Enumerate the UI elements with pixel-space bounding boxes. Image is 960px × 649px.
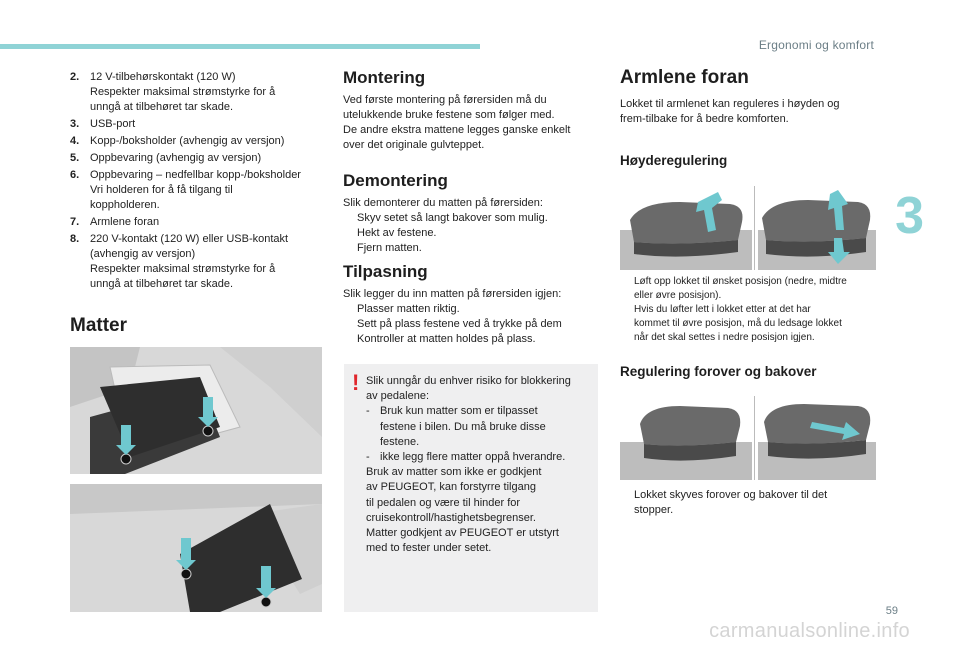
list-item: 6. Oppbevaring – nedfellbar kopp-/boksho… [70, 169, 301, 211]
page-number: 59 [885, 605, 898, 617]
armrest-slide-illustration-2 [758, 398, 876, 480]
warning-icon: ! [352, 370, 360, 395]
mat-illustration-1 [70, 347, 322, 474]
tilpasning-intro: Slik legger du inn matten på førersiden … [343, 288, 562, 300]
section-title-tilpasning: Tilpasning [343, 262, 428, 281]
list-item: 8. 220 V-kontakt (120 W) eller USB-konta… [70, 233, 289, 290]
list-item: Løft opp lokket til ønsket posisjon (ned… [634, 276, 847, 301]
chapter-number: 3 [895, 187, 924, 245]
list-item: Hekt av festene. [357, 227, 437, 239]
divider [754, 186, 755, 270]
header-accent-bar [0, 44, 480, 49]
list-item: Lokket skyves forover og bakover til det… [634, 489, 828, 516]
warning-text: Slik unngår du enhver risiko for blokker… [366, 375, 571, 555]
column-console-list: 2. 12 V-tilbehørskontakt (120 W)Respekte… [70, 70, 328, 336]
section-title-hoyderegulering: Høyderegulering [620, 153, 728, 168]
list-item: 7. Armlene foran [70, 216, 160, 228]
watermark: carmanualsonline.info [709, 620, 910, 642]
list-item: 2. 12 V-tilbehørskontakt (120 W)Respekte… [70, 71, 276, 113]
armrest-slide-illustration-1 [620, 398, 752, 480]
warning-box: ! Slik unngår du enhver risiko for blokk… [344, 364, 598, 612]
chapter-title: Ergonomi og komfort [758, 38, 874, 52]
montering-text: Ved første montering på førersiden må du… [343, 94, 571, 151]
column-armrest: Armlene foran Lokket til armlenet kan re… [620, 67, 878, 168]
demontering-intro: Slik demonterer du matten på førersiden: [343, 197, 543, 209]
divider [754, 396, 755, 480]
armrest-height-illustration-2 [758, 190, 876, 270]
armlene-intro: Lokket til armlenet kan reguleres i høyd… [620, 98, 840, 125]
list-item: Sett på plass festene ved å trykke på de… [357, 318, 562, 330]
section-title-matter: Matter [70, 315, 128, 336]
column-mats: Montering Ved første montering på førers… [343, 68, 601, 347]
section-title-armlene: Armlene foran [620, 67, 749, 88]
slide-section: Regulering forover og bakover [620, 364, 878, 379]
list-item: 3. USB-port [70, 118, 136, 130]
section-title-regulering: Regulering forover og bakover [620, 364, 817, 379]
height-instructions: Løft opp lokket til ønsket posisjon (ned… [620, 275, 878, 345]
slide-instructions: Lokket skyves forover og bakover til det… [620, 488, 878, 518]
list-item: Skyv setet så langt bakover som mulig. [357, 212, 548, 224]
list-item: Fjern matten. [357, 242, 422, 254]
section-title-demontering: Demontering [343, 171, 448, 190]
list-item: Plasser matten riktig. [357, 303, 460, 315]
mat-illustration-2 [70, 484, 322, 612]
list-item: Kontroller at matten holdes på plass. [357, 333, 536, 345]
list-item: Hvis du løfter lett i lokket etter at de… [634, 304, 842, 343]
list-item: 4. Kopp-/boksholder (avhengig av versjon… [70, 135, 285, 147]
list-item: 5. Oppbevaring (avhengig av versjon) [70, 152, 262, 164]
armrest-height-illustration-1 [620, 190, 752, 270]
section-title-montering: Montering [343, 68, 426, 87]
